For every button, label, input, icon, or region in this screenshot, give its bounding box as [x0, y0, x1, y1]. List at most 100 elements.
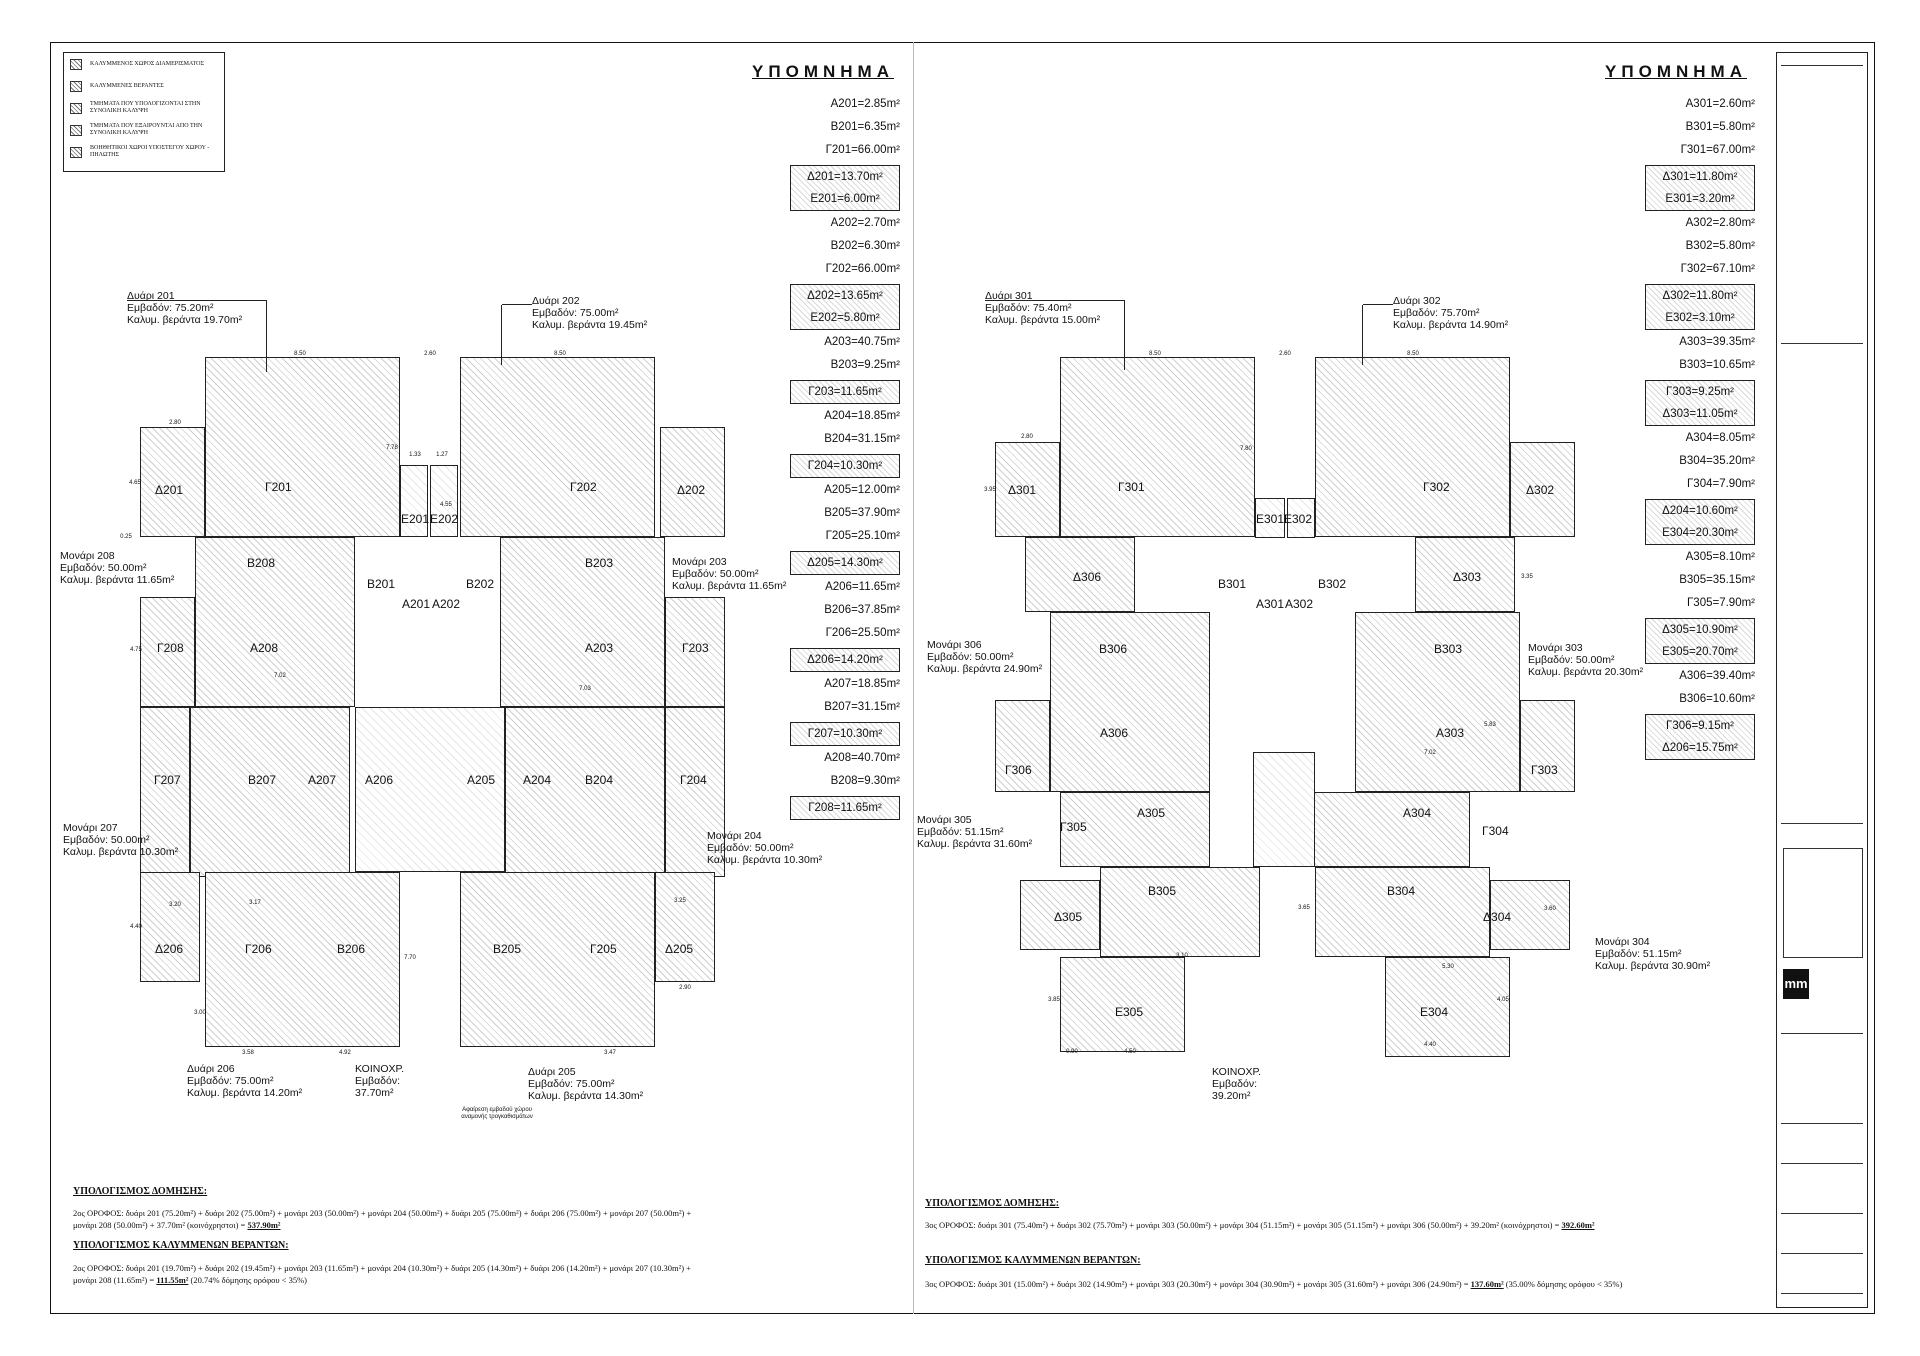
plan-block	[1490, 880, 1570, 950]
plan-block	[1385, 957, 1510, 1057]
unit-name: Μονάρι 305	[917, 814, 972, 826]
title-block: mm	[1776, 52, 1868, 1308]
unit-name: Μονάρι 306	[927, 639, 982, 651]
dimension-label: 1.33	[409, 452, 421, 458]
unit-name: Δυάρι 201	[127, 290, 175, 302]
unit-area: Εμβαδόν:	[1212, 1078, 1258, 1090]
legend-item: ΤΜΗΜΑΤΑ ΠΟΥ ΕΞΑΙΡΟΥΝΤΑΙ ΑΠΟ ΤΗΝ ΣΥΝΟΛΙΚΗ…	[64, 119, 224, 141]
dimension-label: 7.78	[386, 445, 398, 451]
legend-label: ΚΑΛΥΜΜΕΝΟΣ ΧΩΡΟΣ ΔΙΑΜΕΡΙΣΜΑΤΟΣ	[90, 60, 204, 67]
unit-area: Εμβαδόν: 75.20m²	[127, 302, 214, 314]
unit-callout: Δυάρι 301 Εμβαδόν: 75.40m² Καλυμ. βεράντ…	[985, 290, 1100, 326]
company-logo: mm	[1783, 969, 1809, 999]
area-value: Γ204=10.30m²	[807, 460, 883, 472]
dimension-label: 3.20	[169, 902, 181, 908]
legend-label: ΤΜΗΜΑΤΑ ΠΟΥ ΥΠΟΛΟΓΙΖΟΝΤΑΙ ΣΤΗΝ ΣΥΝΟΛΙΚΗ …	[90, 101, 201, 114]
plan-block	[1255, 498, 1285, 538]
room-label: Γ305	[1060, 820, 1087, 834]
hatch-swatch	[70, 146, 82, 158]
room-label: A205	[467, 773, 496, 787]
room-label: A301	[1256, 597, 1285, 611]
unit-area: Εμβαδόν: 75.00m²	[528, 1078, 615, 1090]
unit-veranda: Καλυμ. βεράντα 19.45m²	[532, 319, 648, 331]
room-label: B306	[1099, 642, 1128, 656]
plan-block	[1520, 700, 1575, 792]
room-label: E201	[401, 512, 430, 526]
room-label: Γ306	[1005, 763, 1032, 777]
room-label: B206	[337, 942, 366, 956]
dimension-label: 4.65	[129, 480, 141, 486]
room-label: E305	[1115, 1005, 1144, 1019]
unit-veranda: Καλυμ. βεράντα 31.60m²	[917, 838, 1033, 850]
area-value: Δ206=15.75m²	[1662, 742, 1738, 754]
area-value: A202=2.70m²	[830, 217, 900, 229]
plan-block	[1020, 880, 1100, 950]
dimension-label: 7.02	[1424, 750, 1436, 756]
removal-note: Αφαίρεση εμβαδού χώρου αναμονής τρογκαθι…	[447, 1107, 547, 1121]
room-label: Δ206	[155, 942, 184, 956]
room-label: Γ301	[1118, 480, 1145, 494]
dimension-label: 4.92	[339, 1050, 351, 1056]
room-label: Γ201	[265, 480, 292, 494]
room-label: Γ208	[157, 641, 184, 655]
area-value: Γ306=9.15m²	[1665, 720, 1735, 732]
calc-text: (20.74% δόμησης ορόφου < 35%)	[190, 1275, 308, 1285]
legend-item: ΤΜΗΜΑΤΑ ΠΟΥ ΥΠΟΛΟΓΙΖΟΝΤΑΙ ΣΤΗΝ ΣΥΝΟΛΙΚΗ …	[64, 97, 224, 119]
calc-line: 3ος ΟΡΟΦΟΣ: δυάρι 301 (15.00m²) + δυάρι …	[925, 1278, 1765, 1290]
area-value: A306=39.40m²	[1679, 670, 1755, 682]
title-block-rule	[1781, 1253, 1863, 1254]
area-value: B303=10.65m²	[1679, 359, 1755, 371]
room-label: Δ301	[1008, 483, 1037, 497]
dimension-label: 4.40	[130, 924, 142, 930]
area-value: Δ305=10.90m²	[1662, 624, 1738, 636]
dimension-label: 4.40	[1424, 1042, 1436, 1048]
area-value: A303=39.35m²	[1679, 336, 1755, 348]
unit-callout: Δυάρι 201 Εμβαδόν: 75.20m² Καλυμ. βεράντ…	[127, 290, 242, 326]
unit-name: ΚΟΙΝΟΧΡ.	[355, 1063, 405, 1075]
unit-name: Μονάρι 203	[672, 556, 727, 568]
area-value: A204=18.85m²	[824, 410, 900, 422]
leader-line	[1362, 305, 1363, 365]
excluded-area-box: Γ207=10.30m²	[790, 722, 900, 746]
unit-area: Εμβαδόν: 50.00m²	[63, 834, 150, 846]
room-label: A202	[432, 597, 461, 611]
room-label: Γ205	[590, 942, 617, 956]
room-label: A201	[402, 597, 431, 611]
unit-callout: Μονάρι 204 Εμβαδόν: 50.00m² Καλυμ. βεράν…	[707, 830, 822, 866]
room-label: Γ202	[570, 480, 597, 494]
area-value: A304=8.05m²	[1685, 432, 1755, 444]
dimension-label: 3.10	[1176, 953, 1188, 959]
area-value: Γ303=9.25m²	[1665, 386, 1735, 398]
unit-name: Μονάρι 208	[60, 550, 115, 562]
plan-block	[1287, 498, 1315, 538]
area-value: B206=37.85m²	[824, 604, 900, 616]
area-value: Δ201=13.70m²	[807, 171, 883, 183]
room-label: E301	[1256, 512, 1285, 526]
right-veranda-calc: 3ος ΟΡΟΦΟΣ: δυάρι 301 (15.00m²) + δυάρι …	[925, 1278, 1765, 1290]
room-label: B304	[1387, 884, 1416, 898]
room-label: B203	[585, 556, 614, 570]
area-value: B304=35.20m²	[1679, 455, 1755, 467]
room-label: Δ304	[1483, 910, 1512, 924]
hatch-swatch	[70, 102, 82, 114]
room-label: B204	[585, 773, 614, 787]
room-label: Δ306	[1073, 570, 1102, 584]
plan-block	[665, 597, 725, 707]
area-value: E201=6.00m²	[810, 193, 880, 205]
unit-area: Εμβαδόν: 75.00m²	[187, 1075, 274, 1087]
dimension-label: 7.03	[579, 686, 591, 692]
dimension-label: 5.30	[1442, 964, 1454, 970]
plan-block	[355, 707, 505, 872]
dimension-label: 2.60	[1279, 351, 1291, 357]
right-building-calc-heading: ΥΠΟΛΟΓΙΣΜΟΣ ΔΟΜΗΣΗΣ:	[925, 1198, 1060, 1209]
room-label: A303	[1436, 726, 1465, 740]
unit-name: Μονάρι 204	[707, 830, 762, 842]
unit-name: Δυάρι 206	[187, 1063, 235, 1075]
room-label: Γ203	[682, 641, 709, 655]
unit-name: ΚΟΙΝΟΧΡ.	[1212, 1066, 1262, 1078]
unit-area: Εμβαδόν: 51.15m²	[917, 826, 1004, 838]
right-legend-title: ΥΠΟΜΝΗΜΑ	[1605, 62, 1747, 81]
